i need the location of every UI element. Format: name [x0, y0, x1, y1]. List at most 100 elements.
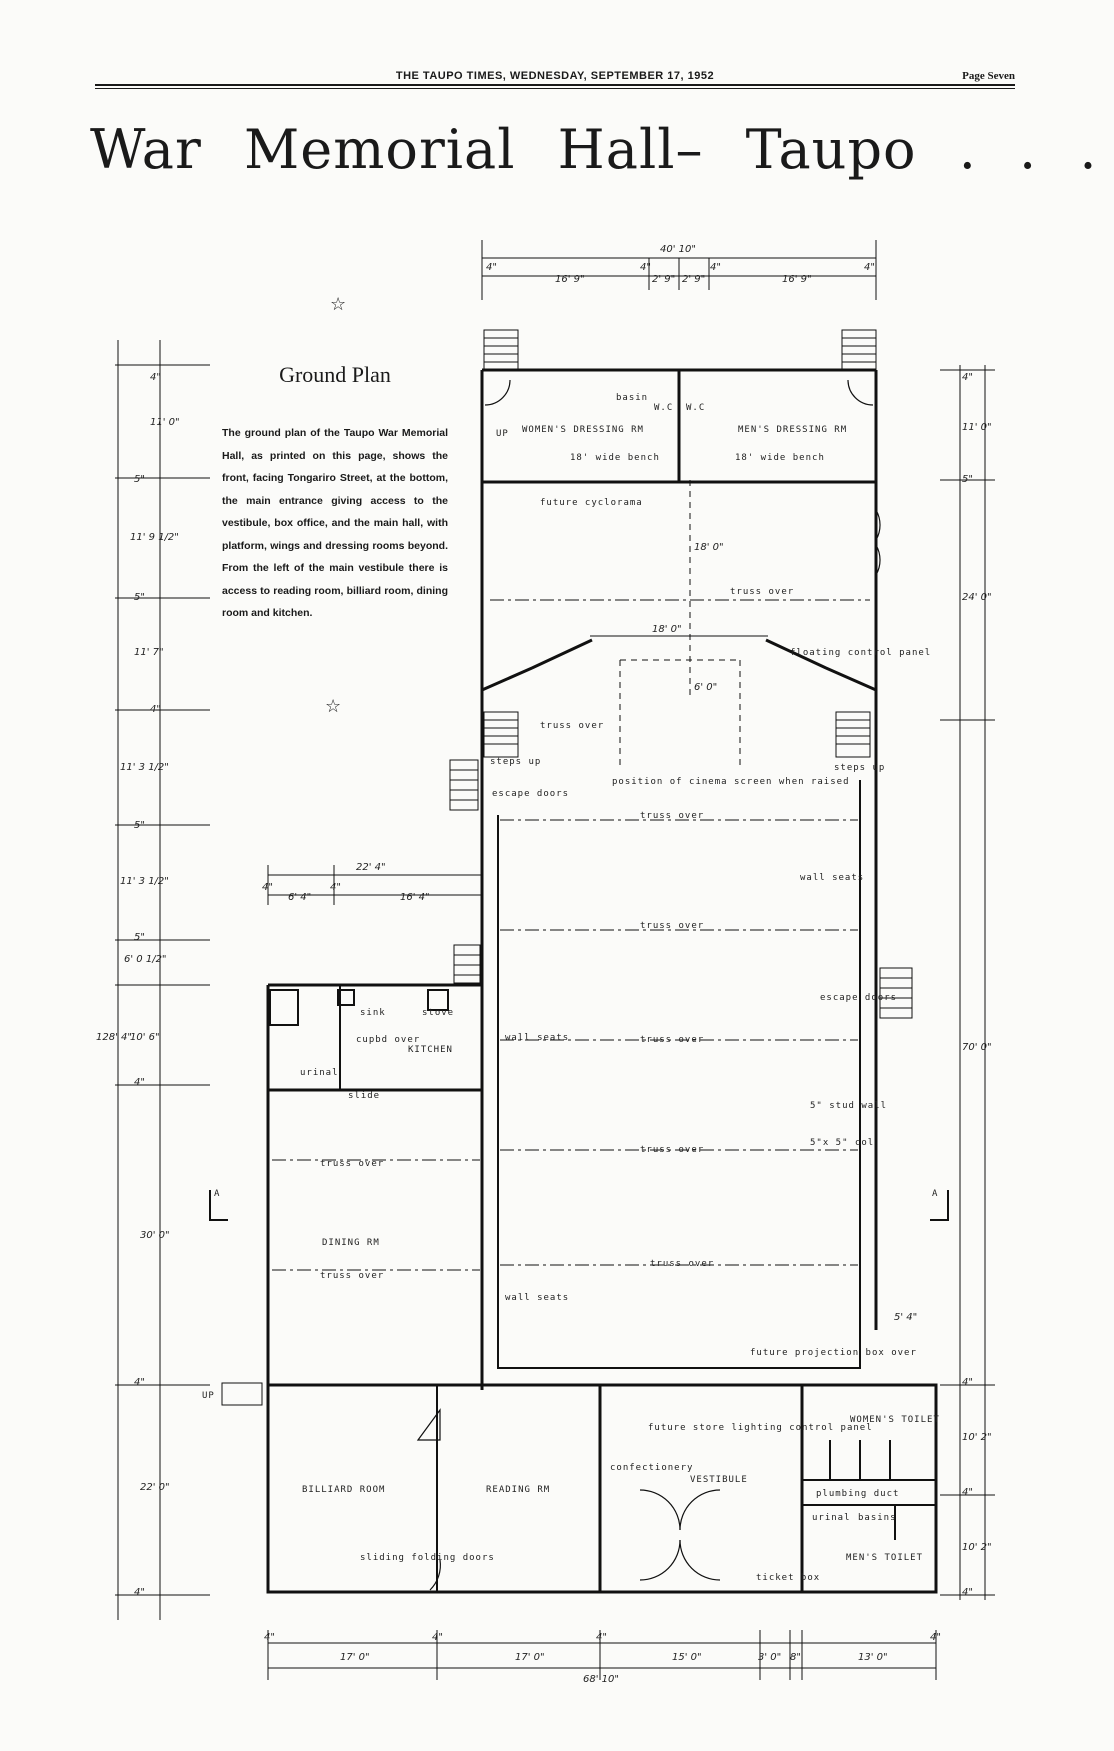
dim-left-seg-3: 11' 9 1/2"	[130, 532, 179, 543]
star-icon: ☆	[325, 696, 341, 717]
label-future-store: future store lighting control panel	[648, 1423, 873, 1433]
cinema-screen-outline	[619, 480, 741, 770]
label-womens-dressing: WOMEN'S DRESSING RM	[522, 425, 644, 435]
label-cupboard: cupbd over	[356, 1035, 420, 1045]
dim-stage-offset: 6' 0"	[694, 682, 717, 693]
headline: War Memorial Hall– Taupo . . .	[90, 118, 1098, 181]
masthead: THE TAUPO TIMES, WEDNESDAY, SEPTEMBER 17…	[95, 70, 1015, 90]
star-icon: ☆	[330, 294, 346, 315]
label-stove: stove	[422, 1008, 454, 1018]
dim-right-seg-8: 10' 2"	[962, 1542, 992, 1553]
dim-kitchen-seg-3: 16' 4"	[400, 892, 430, 903]
label-up: UP	[496, 429, 509, 439]
label-truss-2: truss over	[640, 921, 704, 931]
label-bench-left: 18' wide bench	[570, 453, 660, 463]
label-ticket-box: ticket box	[756, 1573, 820, 1583]
label-womens-toilet: WOMEN'S TOILET	[850, 1415, 940, 1425]
dim-right-seg-5: 4"	[962, 1377, 973, 1388]
dim-bottom-seg-5: 15' 0"	[672, 1652, 702, 1663]
page-number: Page Seven	[962, 70, 1015, 82]
stage-steps	[221, 329, 913, 1406]
label-basins: basins	[858, 1513, 897, 1523]
label-projection-box: future projection box over	[750, 1348, 917, 1358]
label-cyclorama: future cyclorama	[540, 498, 643, 508]
dim-left-seg-4: 5"	[134, 592, 145, 603]
label-vestibule: VESTIBULE	[690, 1475, 748, 1485]
dim-bottom-seg-0: 4"	[264, 1632, 275, 1643]
label-wc: W.C	[654, 403, 673, 413]
dim-top-seg-1: 16' 9"	[555, 274, 585, 285]
dim-left-seg-0: 4"	[150, 372, 161, 383]
dim-bottom-seg-8: 13' 0"	[858, 1652, 888, 1663]
dim-left-seg-12: 10' 6"	[130, 1032, 160, 1043]
label-dining-room: DINING RM	[322, 1238, 380, 1248]
label-truss-5: truss over	[650, 1259, 714, 1269]
label-section-a-left: A	[214, 1189, 220, 1199]
dim-bottom-overall: 68' 10"	[583, 1674, 619, 1685]
publication-line: THE TAUPO TIMES, WEDNESDAY, SEPTEMBER 17…	[389, 70, 721, 82]
truss-lines	[272, 599, 870, 1271]
label-truss-4: truss over	[640, 1145, 704, 1155]
label-escape-doors-right: escape doors	[820, 993, 897, 1003]
dim-left-seg-17: 4"	[134, 1587, 145, 1598]
label-lighting-panel: floating control panel	[790, 648, 931, 658]
label-reading-room: READING RM	[486, 1485, 550, 1495]
dim-kitchen-seg-0: 4"	[262, 882, 273, 893]
dim-right-seg-9: 4"	[962, 1587, 973, 1598]
dim-right-seg-0: 4"	[962, 372, 973, 383]
label-wall-seats-2: wall seats	[505, 1033, 569, 1043]
label-kitchen: KITCHEN	[408, 1045, 453, 1055]
label-up-billiard: UP	[202, 1391, 215, 1401]
dim-left-seg-6: 4"	[150, 704, 161, 715]
dim-right-seg-6: 10' 2"	[962, 1432, 992, 1443]
masthead-rule-thin	[95, 88, 1015, 89]
dim-bottom-seg-2: 4"	[432, 1632, 443, 1643]
label-section-a-right: A	[932, 1189, 938, 1199]
dim-top-seg-7: 4"	[864, 262, 875, 273]
dim-left-seg-7: 11' 3 1/2"	[120, 762, 169, 773]
dim-left-overall: 128' 4"	[96, 1032, 132, 1043]
label-column: 5"x 5" col	[810, 1138, 874, 1148]
doors	[416, 379, 881, 1591]
dim-stage-width: 18' 0"	[652, 624, 682, 635]
dim-bottom-seg-7: 8"	[790, 1652, 801, 1663]
label-truss-dining-1: truss over	[320, 1159, 384, 1169]
dim-right-seg-3: 24' 0"	[962, 592, 992, 603]
label-bench-right: 18' wide bench	[735, 453, 825, 463]
ground-plan-description: The ground plan of the Taupo War Memoria…	[222, 427, 448, 619]
label-wall-seats-1: wall seats	[800, 873, 864, 883]
label-basin: basin	[616, 393, 648, 403]
dim-left-seg-8: 5"	[134, 820, 145, 831]
dim-left-seg-2: 5"	[134, 474, 145, 485]
toilet-partitions	[269, 989, 936, 1540]
dim-right-seg-4: 70' 0"	[962, 1042, 992, 1053]
dimension-lines	[115, 240, 995, 1680]
label-escape-doors-left: escape doors	[492, 789, 569, 799]
dim-bottom-seg-1: 17' 0"	[340, 1652, 370, 1663]
label-steps-up-right: steps up	[834, 763, 885, 773]
dim-top-overall: 40' 10"	[660, 244, 696, 255]
label-mens-dressing: MEN'S DRESSING RM	[738, 425, 847, 435]
label-wc-2: W.C	[686, 403, 705, 413]
dim-right-seg-7: 4"	[962, 1487, 973, 1498]
label-urinal: urinal	[812, 1513, 851, 1523]
dim-left-seg-16: 22' 0"	[140, 1482, 170, 1493]
dim-top-seg-5: 4"	[710, 262, 721, 273]
dim-bottom-seg-6: 3' 0"	[758, 1652, 781, 1663]
label-urinal-kitchen: urinal	[300, 1068, 339, 1078]
label-wall-seats-3: wall seats	[505, 1293, 569, 1303]
label-truss-front: truss over	[540, 721, 604, 731]
label-truss-1: truss over	[640, 811, 704, 821]
dim-top-seg-2: 4"	[640, 262, 651, 273]
label-steps-up-left: steps up	[490, 757, 541, 767]
dim-left-seg-1: 11' 0"	[150, 417, 180, 428]
dim-left-seg-5: 11' 7"	[134, 647, 164, 658]
label-sliding-doors: sliding folding doors	[360, 1553, 495, 1563]
dim-left-seg-14: 30' 0"	[140, 1230, 170, 1241]
dim-top-seg-4: 2' 9"	[682, 274, 705, 285]
dim-left-seg-9: 11' 3 1/2"	[120, 876, 169, 887]
label-plumbing-duct: plumbing duct	[816, 1489, 899, 1499]
label-slide: slide	[348, 1091, 380, 1101]
masthead-rule	[95, 84, 1015, 86]
